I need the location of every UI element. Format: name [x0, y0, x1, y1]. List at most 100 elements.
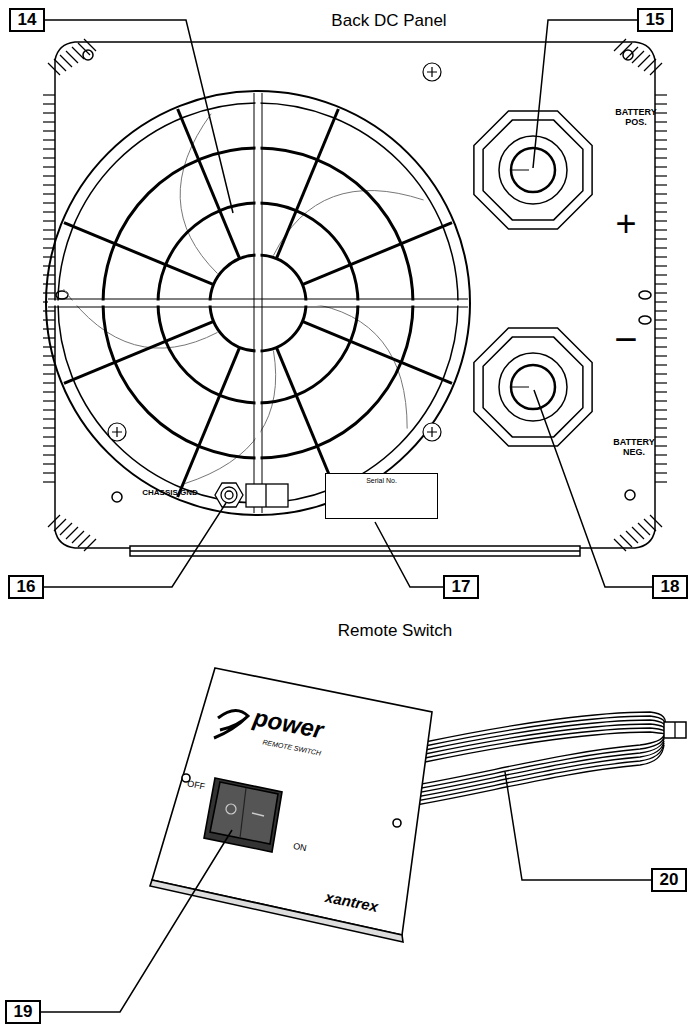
drawing-stroke	[623, 50, 633, 60]
drawing-stroke	[64, 289, 218, 348]
drawing-stroke	[204, 778, 282, 852]
drawing-stroke	[614, 539, 626, 551]
drawing-stroke	[43, 481, 55, 482]
cooling-fins	[43, 39, 667, 551]
drawing-stroke	[639, 291, 651, 299]
drawing-stroke	[43, 292, 55, 293]
leader-lines	[41, 20, 652, 1012]
remote-switch-plate	[150, 668, 432, 942]
drawing-stroke	[43, 256, 55, 257]
drawing-stroke	[655, 337, 667, 338]
drawing-stroke	[632, 51, 644, 63]
switch-heading: Remote Switch	[338, 622, 452, 641]
drawing-stroke	[655, 193, 667, 194]
drawing-stroke	[130, 550, 580, 552]
callout-number: 17	[443, 575, 479, 599]
drawing-stroke	[655, 94, 667, 95]
drawing-stroke	[614, 39, 626, 51]
drawing-stroke	[644, 59, 656, 71]
drawing-stroke	[534, 390, 652, 587]
drawing-stroke	[43, 238, 55, 239]
drawing-stroke	[655, 202, 667, 203]
drawing-stroke	[43, 436, 55, 437]
callout-number: 16	[8, 575, 44, 599]
drawing-stroke	[398, 741, 664, 800]
drawing-stroke	[632, 527, 644, 539]
drawing-stroke	[423, 63, 441, 81]
drawing-stroke	[625, 490, 635, 500]
drawing-stroke	[674, 722, 675, 738]
drawing-stroke	[240, 788, 246, 838]
drawing-stroke	[533, 20, 637, 168]
drawing-stroke	[620, 535, 632, 547]
drawing-stroke	[655, 301, 667, 302]
drawing-stroke	[48, 307, 468, 308]
drawing-stroke	[48, 515, 60, 527]
drawing-stroke	[43, 148, 55, 149]
drawing-stroke	[46, 91, 470, 515]
drawing-stroke	[43, 166, 55, 167]
drawing-stroke	[43, 373, 55, 374]
drawing-stroke	[655, 211, 667, 212]
fan-grille	[46, 91, 470, 515]
drawing-stroke	[252, 813, 264, 816]
drawing-stroke	[655, 382, 667, 383]
drawing-stroke	[225, 491, 233, 499]
drawing-stroke	[246, 484, 288, 507]
drawing-stroke	[655, 436, 667, 437]
drawing-stroke	[78, 43, 90, 55]
drawing-stroke	[620, 43, 632, 55]
drawing-stroke	[655, 283, 667, 284]
drawing-stroke	[655, 454, 667, 455]
drawing-stroke	[48, 301, 468, 306]
drawing-stroke	[393, 819, 401, 827]
drawing-stroke	[64, 321, 214, 383]
drawing-stroke	[214, 710, 248, 738]
callout-number: 14	[9, 8, 45, 32]
drawing-stroke	[499, 136, 567, 204]
drawing-stroke	[43, 121, 55, 122]
panel-heading: Back DC Panel	[331, 12, 446, 31]
drawing-stroke	[655, 184, 667, 185]
drawing-stroke	[276, 109, 338, 259]
remote-cable	[398, 712, 686, 808]
drawing-stroke	[655, 445, 667, 446]
drawing-stroke	[43, 400, 55, 401]
drawing-stroke	[423, 423, 441, 441]
drawing-stroke	[43, 445, 55, 446]
terminal-label: BATTERY NEG.	[605, 438, 663, 458]
drawing-stroke	[43, 220, 55, 221]
drawing-stroke	[483, 120, 583, 220]
drawing-stroke	[302, 223, 452, 285]
drawing-stroke	[650, 515, 662, 527]
polarity-sign: −	[614, 317, 637, 361]
drawing-stroke	[511, 387, 529, 388]
drawing-stroke	[66, 527, 78, 539]
drawing-stroke	[655, 256, 667, 257]
drawing-stroke	[427, 67, 437, 77]
drawing-stroke	[655, 310, 667, 311]
drawing-stroke	[483, 337, 583, 437]
drawing-stroke	[511, 148, 555, 192]
drawing-stroke	[655, 400, 667, 401]
drawing-stroke	[427, 427, 437, 437]
drawing-stroke	[43, 202, 55, 203]
drawing-stroke	[64, 223, 214, 285]
drawing-stroke	[78, 535, 90, 547]
drawing-stroke	[655, 103, 667, 104]
drawing-stroke	[43, 94, 55, 95]
drawing-stroke	[66, 51, 78, 63]
drawing-stroke	[48, 299, 468, 300]
drawing-stroke	[60, 523, 72, 535]
terminal-label: BATTERY POS.	[607, 108, 665, 128]
drawing-stroke	[44, 503, 226, 587]
drawing-stroke	[43, 139, 55, 140]
drawing-stroke	[43, 157, 55, 158]
drawing-stroke	[655, 175, 667, 176]
drawing-stroke	[43, 283, 55, 284]
drawing-stroke	[655, 328, 667, 329]
drawing-stroke	[655, 229, 667, 230]
callout-number: 20	[651, 868, 687, 892]
drawing-stroke	[43, 184, 55, 185]
drawing-stroke	[55, 42, 655, 548]
